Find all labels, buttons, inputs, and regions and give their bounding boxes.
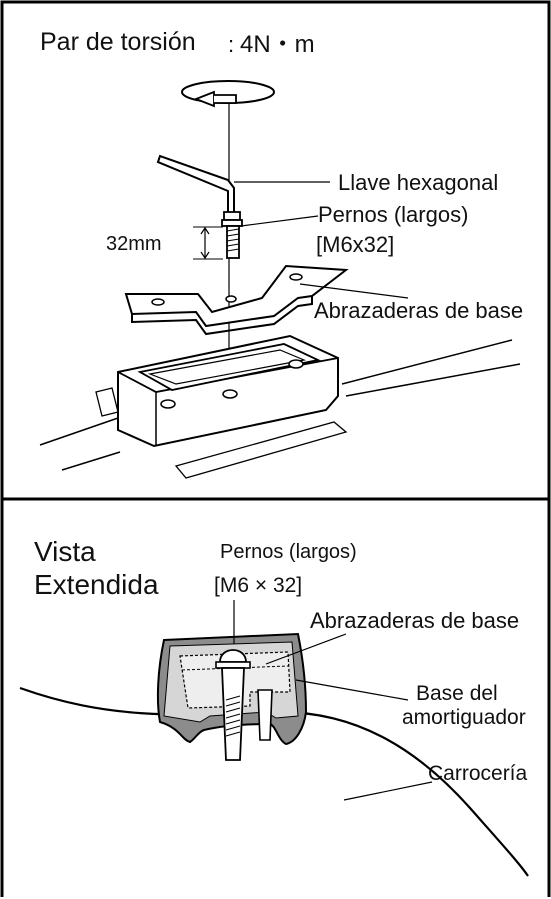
torque-value: 4N・m xyxy=(240,31,315,58)
bolt-length-dimension xyxy=(193,226,223,260)
top-panel-frame xyxy=(0,0,551,501)
hex-key-label: Llave hexagonal xyxy=(338,170,498,195)
torque-colon: : xyxy=(228,32,234,57)
car-body-outline xyxy=(19,686,529,877)
torque-label: Par de torsión xyxy=(40,28,196,56)
ext-damper-label-line2: amortiguador xyxy=(402,706,526,729)
bolt-spec-label: [M6x32] xyxy=(316,232,394,257)
bolt-leader xyxy=(240,215,319,227)
extended-view-title-line1: Vista xyxy=(34,536,96,567)
rotation-arrow-icon xyxy=(181,80,275,108)
bolt-length-label: 32mm xyxy=(106,233,162,255)
clamp-leader xyxy=(299,283,409,299)
ext-bolt-label: Pernos (largos) xyxy=(220,541,357,563)
bolt-long xyxy=(221,211,243,259)
hex-key xyxy=(156,154,235,215)
damper-base-block xyxy=(117,334,339,448)
ext-clamp-label: Abrazaderas de base xyxy=(310,608,519,633)
clamp-label: Abrazaderas de base xyxy=(314,298,523,323)
ext-bolt-spec-label: [M6 × 32] xyxy=(214,574,302,597)
ext-damper-label-line1: Base del xyxy=(416,682,498,705)
ext-body-label: Carrocería xyxy=(428,762,528,785)
bolt-label: Pernos (largos) xyxy=(318,202,468,227)
extended-view-title-line2: Extendida xyxy=(34,569,159,600)
ext-bolt xyxy=(215,649,273,761)
roof-rails xyxy=(39,339,521,479)
ext-body-leader xyxy=(343,781,433,801)
base-clamp xyxy=(124,264,349,336)
ext-damper-leader xyxy=(295,679,409,701)
bottom-panel-frame xyxy=(0,499,551,897)
ext-clamp-leader xyxy=(265,633,347,665)
